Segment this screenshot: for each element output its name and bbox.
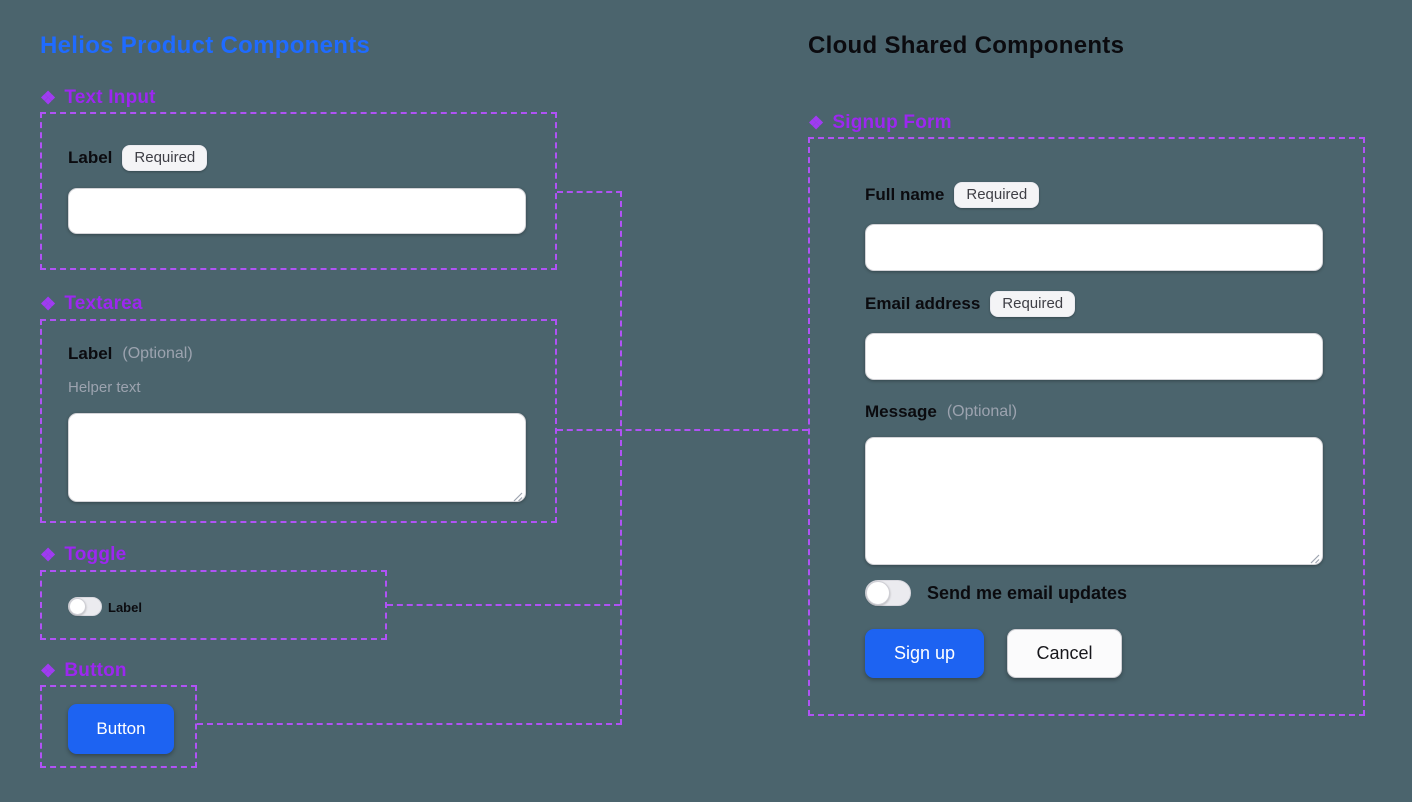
email-updates-toggle[interactable] — [865, 580, 911, 606]
required-badge: Required — [122, 145, 208, 171]
section-heading-label: Text Input — [64, 87, 156, 108]
full-name-label: Full name — [865, 185, 945, 204]
resize-handle-icon[interactable] — [1309, 553, 1320, 564]
connector-textarea-to-form — [557, 429, 808, 431]
email-updates-label: Send me email updates — [927, 583, 1128, 603]
left-panel-title: Helios Product Components — [40, 32, 371, 59]
cancel-button[interactable]: Cancel — [1007, 629, 1122, 678]
component-diamond-icon: ❖ — [40, 661, 57, 681]
textarea-label-row: Label (Optional) — [68, 344, 193, 364]
optional-hint: (Optional) — [122, 345, 193, 362]
connector-trunk-vertical — [620, 191, 622, 725]
full-name-label-row: Full name Required — [865, 182, 1040, 208]
signup-form-component-boundary: Full name Required Email address Require… — [808, 137, 1365, 716]
section-heading-textarea: ❖ Textarea — [40, 293, 143, 315]
message-label: Message — [865, 402, 937, 421]
component-diamond-icon: ❖ — [40, 545, 57, 565]
component-diamond-icon: ❖ — [808, 113, 825, 133]
textarea-input[interactable] — [68, 413, 526, 502]
connector-text-input-to-trunk — [557, 191, 622, 193]
text-input-label-row: Label Required — [68, 145, 208, 171]
component-diamond-icon: ❖ — [40, 88, 57, 108]
required-badge: Required — [990, 291, 1076, 317]
section-heading-label: Textarea — [64, 293, 143, 314]
sign-up-button[interactable]: Sign up — [865, 629, 984, 678]
toggle-knob — [866, 581, 890, 605]
section-heading-label: Signup Form — [832, 112, 952, 133]
button-component-boundary: Button — [40, 685, 197, 768]
section-heading-toggle: ❖ Toggle — [40, 544, 126, 566]
section-heading-label: Toggle — [64, 544, 127, 565]
textarea-label: Label — [68, 344, 113, 363]
message-textarea[interactable] — [865, 437, 1323, 565]
text-input[interactable] — [68, 188, 526, 234]
email-label-row: Email address Required — [865, 291, 1076, 317]
sample-button[interactable]: Button — [68, 704, 174, 754]
section-heading-signup-form: ❖ Signup Form — [808, 112, 952, 134]
resize-handle-icon[interactable] — [512, 491, 523, 502]
required-badge: Required — [954, 182, 1040, 208]
connector-button-to-trunk — [197, 723, 622, 725]
text-input-label: Label — [68, 148, 113, 167]
text-input-component-boundary: Label Required — [40, 112, 557, 270]
toggle-switch[interactable] — [68, 597, 102, 616]
optional-hint: (Optional) — [946, 403, 1018, 420]
section-heading-button: ❖ Button — [40, 660, 127, 682]
toggle-knob — [69, 598, 86, 615]
right-panel-title: Cloud Shared Components — [808, 32, 1125, 59]
toggle-label: Label — [108, 600, 142, 615]
component-diamond-icon: ❖ — [40, 294, 57, 314]
section-heading-label: Button — [64, 660, 127, 681]
full-name-input[interactable] — [865, 224, 1323, 271]
section-heading-text-input: ❖ Text Input — [40, 87, 156, 109]
textarea-component-boundary: Label (Optional) Helper text — [40, 319, 557, 523]
email-input[interactable] — [865, 333, 1323, 380]
connector-toggle-to-trunk — [387, 604, 620, 606]
message-label-row: Message (Optional) — [865, 402, 1017, 422]
toggle-component-boundary: Label — [40, 570, 387, 640]
textarea-helper-text: Helper text — [68, 379, 141, 396]
email-label: Email address — [865, 294, 981, 313]
